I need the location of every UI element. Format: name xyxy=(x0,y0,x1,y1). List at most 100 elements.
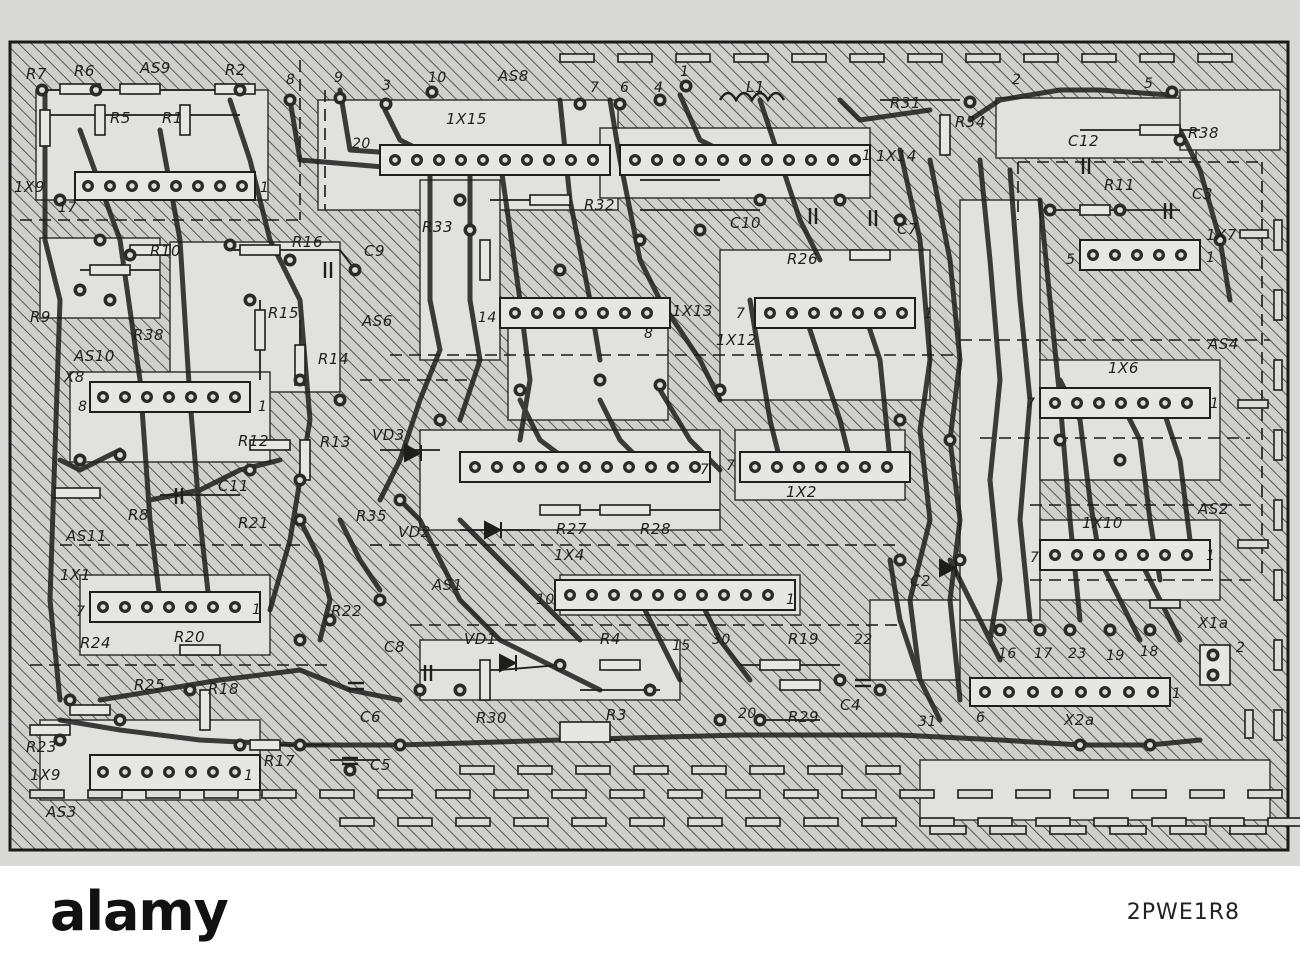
pin-number: 31 xyxy=(918,714,937,730)
pad-hole xyxy=(764,157,770,163)
label-1X10: 1X10 xyxy=(1082,514,1123,532)
pad-hole xyxy=(337,95,343,101)
label-R30: R30 xyxy=(476,709,507,727)
label-1X6: 1X6 xyxy=(1108,359,1139,377)
pad-hole xyxy=(117,452,123,458)
pad-hole xyxy=(786,157,792,163)
edge-dash xyxy=(575,765,611,775)
pad-hole xyxy=(683,83,689,89)
edge-dash xyxy=(1049,825,1087,835)
pad-hole xyxy=(1030,689,1036,695)
pad-hole xyxy=(1074,400,1080,406)
pad-hole xyxy=(187,687,193,693)
label-C4: C4 xyxy=(840,696,861,714)
pad-hole xyxy=(188,604,194,610)
pad-hole xyxy=(982,689,988,695)
pad-hole xyxy=(833,310,839,316)
edge-dash xyxy=(783,789,819,799)
pad-hole xyxy=(297,637,303,643)
edge-dash xyxy=(675,53,711,63)
edge-dash xyxy=(667,789,703,799)
pad-hole xyxy=(633,592,639,598)
label-1X14: 1X14 xyxy=(876,147,917,165)
pad-hole xyxy=(297,742,303,748)
pad-hole xyxy=(644,310,650,316)
pad-hole xyxy=(337,397,343,403)
edge-dash xyxy=(1109,825,1147,835)
pad-hole xyxy=(232,604,238,610)
pad-hole xyxy=(217,183,223,189)
label-R1: R1 xyxy=(162,109,183,127)
edge-dash xyxy=(1189,789,1225,799)
pad-hole xyxy=(837,197,843,203)
pad-hole xyxy=(617,101,623,107)
edge-dash xyxy=(919,817,955,827)
edge-dash xyxy=(1267,817,1300,827)
pad-hole xyxy=(166,394,172,400)
pad-hole xyxy=(122,394,128,400)
pin-number: 16 xyxy=(998,646,1017,662)
label-C11: C11 xyxy=(218,477,249,495)
pad-hole xyxy=(457,197,463,203)
pin-number: 1 xyxy=(1210,396,1219,412)
pad-hole xyxy=(1184,552,1190,558)
pad-hole xyxy=(743,592,749,598)
pin-number: 1 xyxy=(252,602,261,618)
label-X1a: X1a xyxy=(1197,614,1229,632)
edge-dash xyxy=(1015,789,1051,799)
pin-number: 7 xyxy=(76,604,85,620)
label-R18: R18 xyxy=(208,680,239,698)
pad-hole xyxy=(698,157,704,163)
edge-dash xyxy=(571,817,607,827)
label-R21: R21 xyxy=(238,514,269,532)
pad-hole xyxy=(1052,400,1058,406)
pad-hole xyxy=(122,769,128,775)
edge-dash xyxy=(1151,817,1187,827)
pad-hole xyxy=(517,387,523,393)
label-R33: R33 xyxy=(422,218,453,236)
edge-dash xyxy=(965,53,1001,63)
label-VD2: VD2 xyxy=(398,523,431,541)
pad-hole xyxy=(600,310,606,316)
pad-hole xyxy=(144,604,150,610)
pad-hole xyxy=(556,310,562,316)
pad-hole xyxy=(472,464,478,470)
label-AS8: AS8 xyxy=(497,67,529,85)
pad-hole xyxy=(654,157,660,163)
pin-number: 5 xyxy=(1144,76,1153,92)
edge-dash xyxy=(691,765,727,775)
edge-dash xyxy=(1273,639,1283,671)
edge-dash xyxy=(1081,53,1117,63)
pad-hole xyxy=(1162,552,1168,558)
label-C3: C3 xyxy=(1192,185,1213,203)
pad-hole xyxy=(210,394,216,400)
label-C10: C10 xyxy=(730,214,761,232)
label-R32: R32 xyxy=(584,196,615,214)
edge-dash xyxy=(865,765,901,775)
pad-hole xyxy=(752,464,758,470)
pad-hole xyxy=(840,464,846,470)
pad-hole xyxy=(392,157,398,163)
pad-hole xyxy=(830,157,836,163)
pad-hole xyxy=(647,687,653,693)
pad-hole xyxy=(327,617,333,623)
label-1X4: 1X4 xyxy=(554,546,585,564)
label-R9: R9 xyxy=(30,308,51,326)
pad-hole xyxy=(757,717,763,723)
label-R15: R15 xyxy=(268,304,299,322)
pad-hole xyxy=(437,417,443,423)
pad-hole xyxy=(1112,252,1118,258)
pad-hole xyxy=(577,101,583,107)
edge-dash xyxy=(1073,789,1109,799)
pad-hole xyxy=(855,310,861,316)
pad-hole xyxy=(567,592,573,598)
pad-hole xyxy=(557,662,563,668)
label-R35: R35 xyxy=(356,507,387,525)
pad-hole xyxy=(210,604,216,610)
label-AS11: AS11 xyxy=(65,527,107,545)
edge-dash xyxy=(559,53,595,63)
pin-number: 18 xyxy=(1140,644,1159,660)
pad-hole xyxy=(767,310,773,316)
edge-dash xyxy=(807,765,843,775)
label-R2: R2 xyxy=(225,61,246,79)
